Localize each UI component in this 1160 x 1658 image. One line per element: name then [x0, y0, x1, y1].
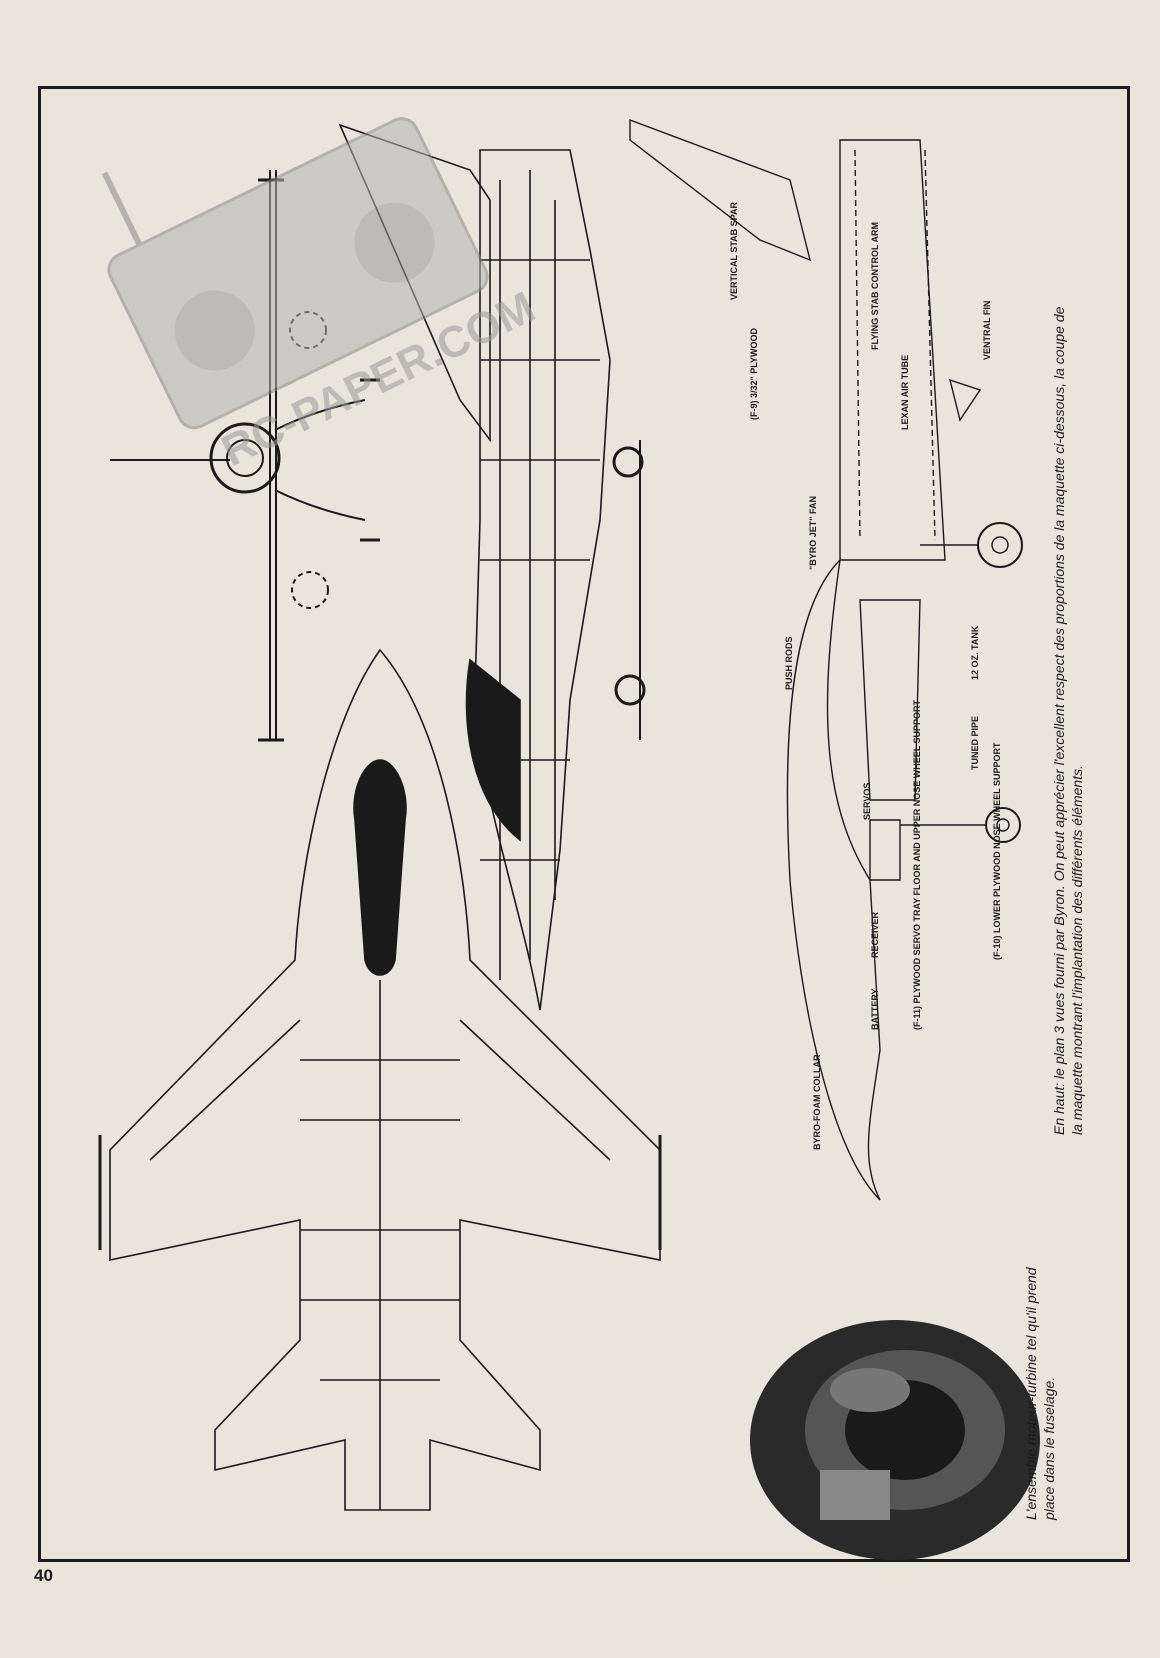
watermark-logo: RC-PAPER.COM	[101, 117, 543, 476]
caption-top-right-line2: la maquette montrant l'implantation des …	[1069, 765, 1085, 1135]
caption-top-right-line1: En haut: le plan 3 vues fourni par Byron…	[1051, 306, 1067, 1135]
label-vertical-stab-spar: VERTICAL STAB SPAR	[729, 201, 739, 300]
caption-top-right: En haut: le plan 3 vues fourni par Byron…	[1050, 307, 1086, 1135]
engine-caption-block: L'ensemble moteur-turbine tel qu'il pren…	[1022, 1267, 1058, 1520]
label-lexan-air-tube: LEXAN AIR TUBE	[900, 355, 910, 430]
label-byro-jet-fan: "BYRO JET" FAN	[808, 496, 818, 570]
label-push-rods: PUSH RODS	[784, 636, 794, 690]
top-view-drawing	[98, 648, 662, 1511]
label-f10-support: (F-10) LOWER PLYWOOD NOSE WHEEL SUPPORT	[992, 742, 1002, 960]
label-tank: 12 OZ. TANK	[970, 625, 980, 680]
page-number: 40	[34, 1566, 53, 1585]
label-battery: BATTERY	[870, 989, 880, 1031]
side-view-drawing	[338, 123, 646, 1011]
page-frame	[38, 86, 1130, 1562]
label-f9-plywood: (F-9) 3/32" PLYWOOD	[749, 328, 759, 420]
cutaway-diagram	[629, 118, 1023, 1201]
engine-turbine-photo	[750, 1320, 1040, 1560]
label-f11-tray: (F-11) PLYWOOD SERVO TRAY FLOOR AND UPPE…	[912, 699, 922, 1030]
engine-caption-line2: place dans le fuselage.	[1041, 1376, 1057, 1520]
label-byro-foam-collar: BYRO-FOAM COLLAR	[812, 1054, 822, 1150]
label-tuned-pipe: TUNED PIPE	[970, 716, 980, 770]
engine-caption-line1: L'ensemble moteur-turbine tel qu'il pren…	[1023, 1267, 1039, 1520]
label-servos: SERVOS	[862, 783, 872, 820]
cutaway-labels: VERTICAL STAB SPAR (F-9) 3/32" PLYWOOD F…	[729, 201, 1002, 1150]
label-flying-stab-arm: FLYING STAB CONTROL ARM	[870, 222, 880, 350]
label-receiver: RECEIVER	[870, 911, 880, 958]
label-ventral-fin: VENTRAL FIN	[982, 301, 992, 360]
